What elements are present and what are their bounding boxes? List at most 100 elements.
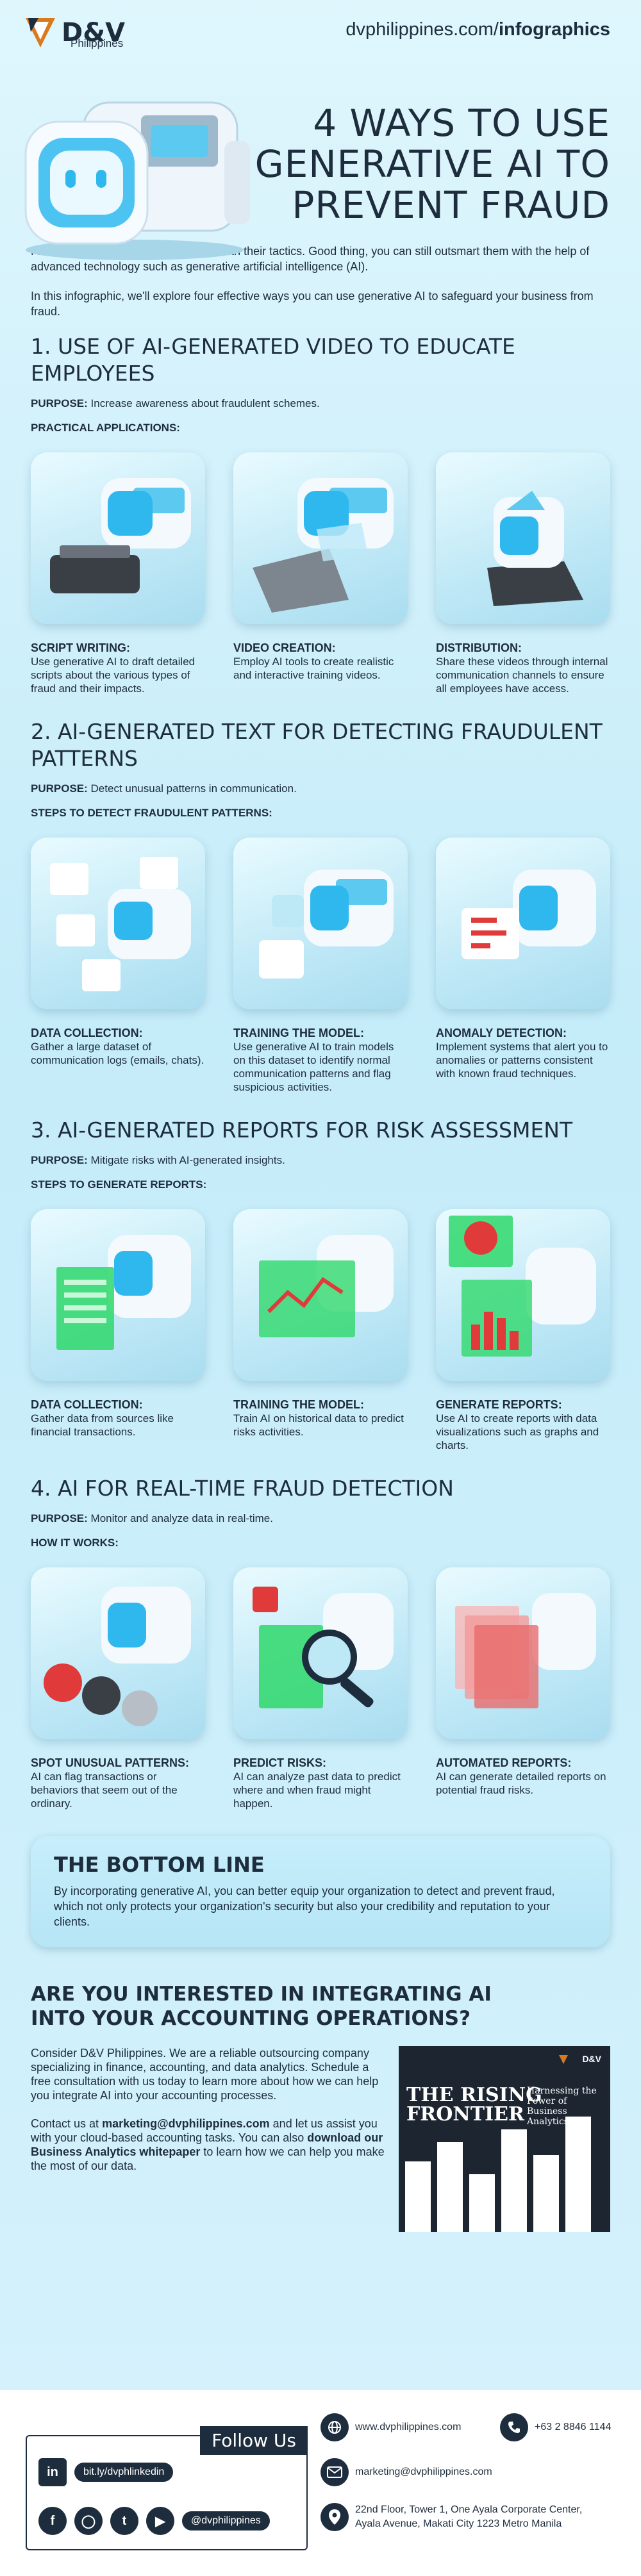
card-head: VIDEO CREATION: [233, 641, 336, 654]
card-head: TRAINING THE MODEL: [233, 1398, 364, 1411]
phone-text: +63 2 8846 1144 [535, 2422, 612, 2432]
page-title: 4 WAYS TO USE GENERATIVE AI TO PREVENT F… [226, 103, 610, 226]
email-text: marketing@dvphilippines.com [355, 2466, 492, 2477]
section-1-title: 1. USE OF AI-GENERATED VIDEO TO EDUCATE … [31, 334, 515, 386]
section-4-purpose: PURPOSE: Monitor and analyze data in rea… [31, 1512, 610, 1525]
magnifier-illustration [233, 1567, 408, 1739]
card-head: SCRIPT WRITING: [31, 641, 130, 654]
card-head: AUTOMATED REPORTS: [436, 1756, 572, 1769]
purpose-text: Monitor and analyze data in real-time. [90, 1512, 273, 1524]
data-panel-illustration [31, 1209, 205, 1381]
phone-icon [500, 2413, 528, 2441]
social-row: f ◯ t ▶ @dvphilippines [38, 2507, 270, 2535]
book-title-line-1: THE RISING [406, 2084, 542, 2106]
location-pin-icon [320, 2503, 349, 2531]
header: D&V Philippines dvphilippines.com/infogr… [0, 0, 641, 77]
logo-brand: D&V [62, 18, 126, 47]
section-3-cards: DATA COLLECTION: Gather data from source… [31, 1209, 610, 1452]
card-text: AI can analyze past data to predict wher… [233, 1771, 401, 1810]
section-4-cards: SPOT UNUSUAL PATTERNS: AI can flag trans… [31, 1567, 610, 1810]
linkedin-row[interactable]: in bit.ly/dvphlinkedin [38, 2458, 174, 2486]
section-2-purpose: PURPOSE: Detect unusual patterns in comm… [31, 782, 610, 795]
logo-mark-icon [26, 18, 55, 47]
card-anomaly-detection: ANOMALY DETECTION: Implement systems tha… [436, 838, 610, 1094]
cta-section: ARE YOU INTERESTED IN INTEGRATING AI INT… [0, 1982, 641, 2232]
bottom-line-text: By incorporating generative AI, you can … [54, 1885, 555, 1928]
card-text: AI can generate detailed reports on pote… [436, 1771, 606, 1796]
follow-us-label: Follow Us [200, 2426, 308, 2455]
section-4: 4. AI FOR REAL-TIME FRAUD DETECTION PURP… [0, 1475, 641, 1810]
bottom-line-box: THE BOTTOM LINE By incorporating generat… [31, 1836, 610, 1947]
address-text: 22nd Floor, Tower 1, One Ayala Corporate… [355, 2503, 582, 2531]
cta-title-line-2: INTO YOUR ACCOUNTING OPERATIONS? [31, 2007, 471, 2030]
section-1-subhead: PRACTICAL APPLICATIONS: [31, 422, 180, 434]
email-contact[interactable]: marketing@dvphilippines.com [320, 2458, 492, 2486]
cta-text: Consider D&V Philippines. We are a relia… [31, 2046, 390, 2232]
card-head: TRAINING THE MODEL: [233, 1027, 364, 1039]
section-4-title: 4. AI FOR REAL-TIME FRAUD DETECTION [31, 1476, 454, 1501]
dv-logo[interactable]: D&V [26, 18, 125, 47]
website-contact[interactable]: www.dvphilippines.com [320, 2413, 461, 2441]
whitepaper-cover[interactable]: THE RISING FRONTIER Harnessing the Power… [399, 2046, 610, 2232]
cta-paragraph-2: Contact us at marketing@dvphilippines.co… [31, 2117, 390, 2173]
section-1-cards: SCRIPT WRITING: Use generative AI to dra… [31, 452, 610, 695]
twitter-icon[interactable]: t [110, 2507, 138, 2535]
download-whitepaper-link[interactable]: download our Business Analytics whitepap… [31, 2131, 383, 2158]
logo-subtitle: Philippines [71, 37, 124, 49]
social-handle[interactable]: @dvphilippines [182, 2511, 270, 2531]
facebook-icon[interactable]: f [38, 2507, 67, 2535]
card-text: Share these videos through internal comm… [436, 656, 608, 695]
instagram-icon[interactable]: ◯ [74, 2507, 103, 2535]
robot-illustration [13, 90, 256, 263]
section-3-subhead: STEPS TO GENERATE REPORTS: [31, 1178, 207, 1191]
card-script-writing: SCRIPT WRITING: Use generative AI to dra… [31, 452, 205, 695]
book-title: THE RISING FRONTIER [406, 2086, 542, 2124]
card-text: AI can flag transactions or behaviors th… [31, 1771, 178, 1810]
book-title-line-2: FRONTIER [406, 2103, 524, 2126]
title-line-1: 4 WAYS TO USE [313, 101, 610, 145]
purpose-text: Increase awareness about fraudulent sche… [90, 397, 320, 409]
card-text: Gather a large dataset of communication … [31, 1041, 204, 1066]
card-predict-risks: PREDICT RISKS: AI can analyze past data … [233, 1567, 408, 1810]
intro-paragraph-2: In this infographic, we'll explore four … [31, 290, 594, 318]
card-training-model-2: TRAINING THE MODEL: Train AI on historic… [233, 1209, 408, 1452]
book-brand: D&V [582, 2054, 601, 2064]
anomaly-illustration [436, 838, 610, 1009]
card-distribution: DISTRIBUTION: Share these videos through… [436, 452, 610, 695]
address-line-1: 22nd Floor, Tower 1, One Ayala Corporate… [355, 2504, 583, 2515]
card-head: DISTRIBUTION: [436, 641, 522, 654]
title-line-3: PREVENT FRAUD [292, 183, 610, 227]
stacked-reports-illustration [436, 1567, 610, 1739]
cta-paragraph-1: Consider D&V Philippines. We are a relia… [31, 2047, 379, 2102]
card-data-collection: DATA COLLECTION: Gather a large dataset … [31, 838, 205, 1094]
cta-email-link[interactable]: marketing@dvphilippines.com [102, 2117, 270, 2130]
mail-icon [320, 2458, 349, 2486]
hero: 4 WAYS TO USE GENERATIVE AI TO PREVENT F… [0, 77, 641, 269]
purpose-text: Mitigate risks with AI-generated insight… [90, 1154, 285, 1166]
card-text: Use AI to create reports with data visua… [436, 1412, 599, 1451]
youtube-icon[interactable]: ▶ [146, 2507, 174, 2535]
card-text: Use generative AI to train models on thi… [233, 1041, 394, 1093]
site-url[interactable]: dvphilippines.com/infographics [345, 19, 610, 40]
linkedin-url[interactable]: bit.ly/dvphlinkedin [74, 2463, 174, 2482]
follow-us-box: Follow Us in bit.ly/dvphlinkedin f ◯ t ▶… [26, 2426, 308, 2550]
card-head: PREDICT RISKS: [233, 1756, 327, 1769]
phone-contact[interactable]: +63 2 8846 1144 [500, 2413, 611, 2441]
video-screen-illustration [233, 452, 408, 624]
website-text: www.dvphilippines.com [355, 2422, 462, 2432]
address-line-2: Ayala Avenue, Makati City 1223 Metro Man… [355, 2518, 562, 2529]
card-text: Use generative AI to draft detailed scri… [31, 656, 196, 695]
card-head: DATA COLLECTION: [31, 1398, 143, 1411]
section-3-purpose: PURPOSE: Mitigate risks with AI-generate… [31, 1154, 610, 1167]
card-training-model: TRAINING THE MODEL: Use generative AI to… [233, 838, 408, 1094]
globe-icon [320, 2413, 349, 2441]
purpose-label: PURPOSE: [31, 1154, 88, 1166]
card-spot-unusual-patterns: SPOT UNUSUAL PATTERNS: AI can flag trans… [31, 1567, 205, 1810]
section-2-cards: DATA COLLECTION: Gather a large dataset … [31, 838, 610, 1094]
linkedin-icon: in [38, 2458, 67, 2486]
report-charts-illustration [436, 1209, 610, 1381]
cta-title-line-1: ARE YOU INTERESTED IN INTEGRATING AI [31, 1983, 492, 2006]
site-url-plain: dvphilippines.com/ [345, 19, 499, 40]
book-subtitle: Harnessing the Power of Business Analyti… [527, 2086, 597, 2127]
